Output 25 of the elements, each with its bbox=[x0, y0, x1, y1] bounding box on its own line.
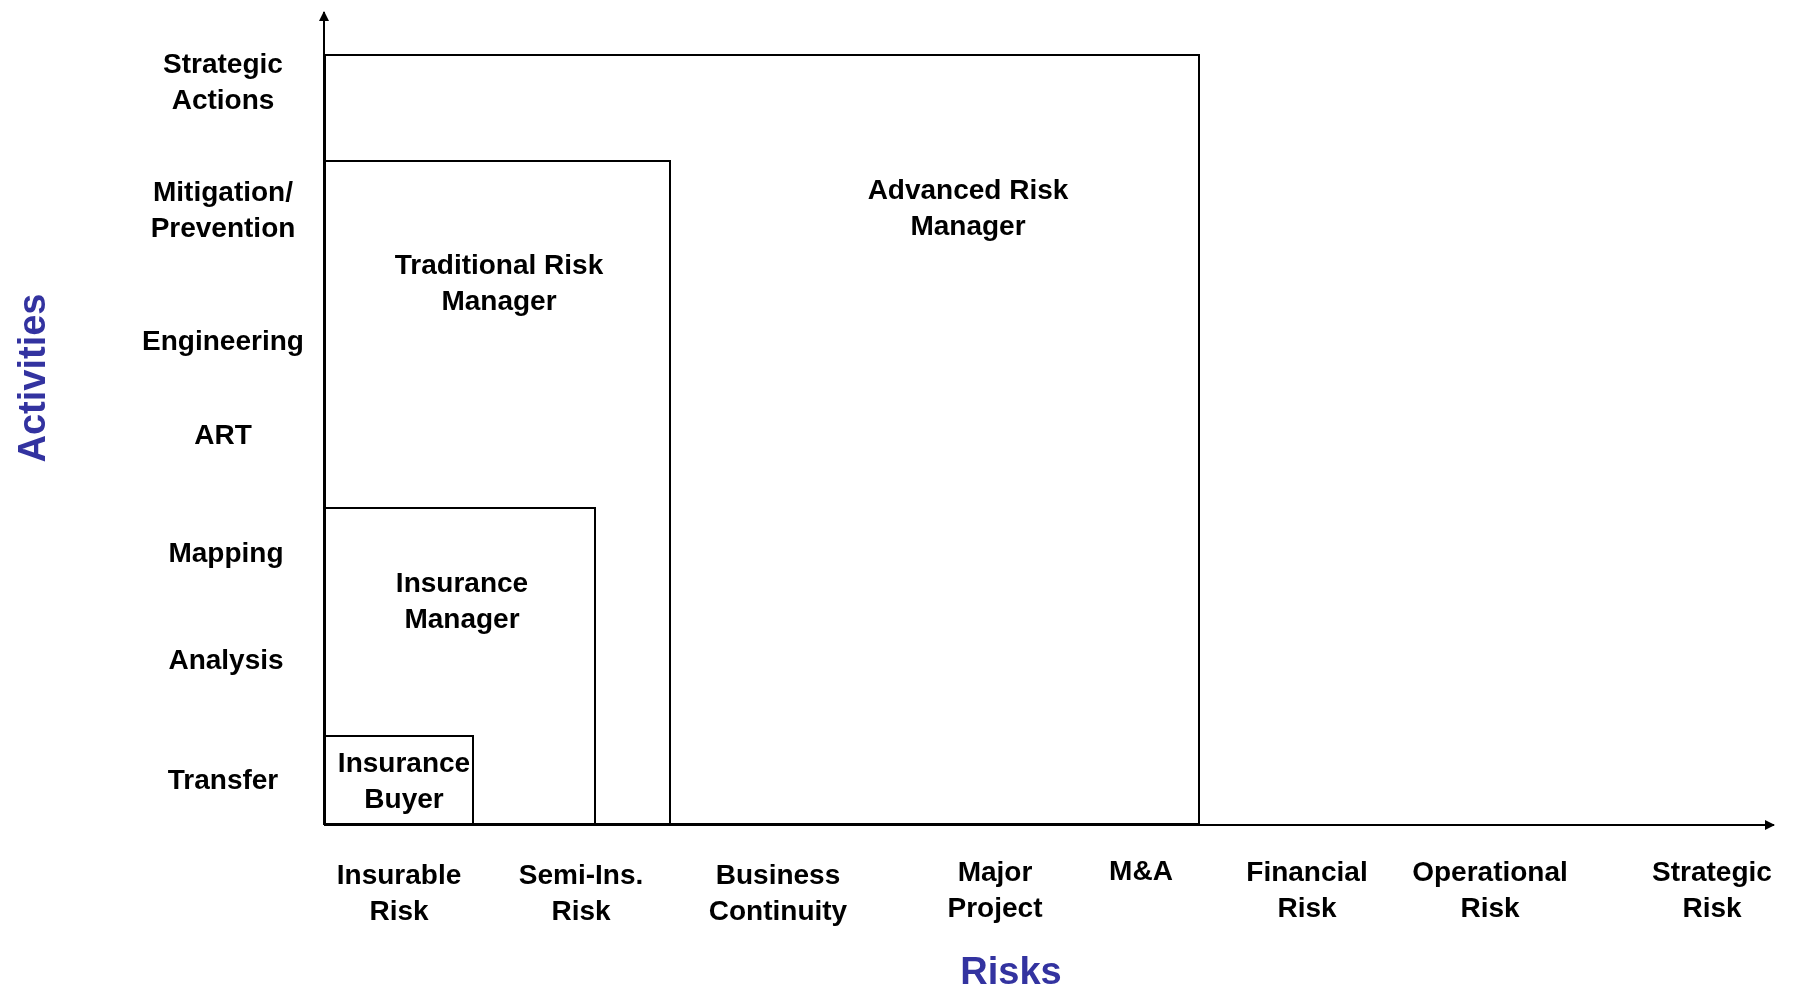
activity-label: Strategic Actions bbox=[162, 47, 284, 117]
axis-title: Risks bbox=[960, 953, 1062, 989]
activity-label: Engineering bbox=[141, 324, 305, 358]
risk-label: Semi-Ins. Risk bbox=[517, 858, 645, 928]
risk-label: Strategic Risk bbox=[1651, 855, 1773, 925]
activity-label: Analysis bbox=[167, 643, 285, 677]
role-box bbox=[324, 160, 671, 825]
role-label: Traditional Risk Manager bbox=[393, 248, 605, 318]
risk-label: Business Continuity bbox=[707, 858, 849, 928]
risk-label: Insurable Risk bbox=[335, 858, 463, 928]
activity-label: Mitigation/ Prevention bbox=[149, 175, 297, 245]
role-label: Insurance Manager bbox=[394, 566, 530, 636]
axis-title: Activities bbox=[14, 293, 50, 463]
risk-label: M&A bbox=[1108, 854, 1174, 888]
risk-label: Operational Risk bbox=[1411, 855, 1569, 925]
role-box bbox=[324, 507, 596, 825]
activity-label: Mapping bbox=[167, 536, 285, 570]
activity-label: Transfer bbox=[166, 763, 280, 797]
role-label: Advanced Risk Manager bbox=[866, 173, 1070, 243]
activity-label: ART bbox=[193, 418, 253, 452]
risk-label: Financial Risk bbox=[1245, 855, 1369, 925]
role-label: Insurance Buyer bbox=[336, 746, 472, 816]
role-box bbox=[324, 735, 474, 825]
risk-label: Major Project bbox=[946, 855, 1044, 925]
role-box bbox=[324, 54, 1200, 825]
